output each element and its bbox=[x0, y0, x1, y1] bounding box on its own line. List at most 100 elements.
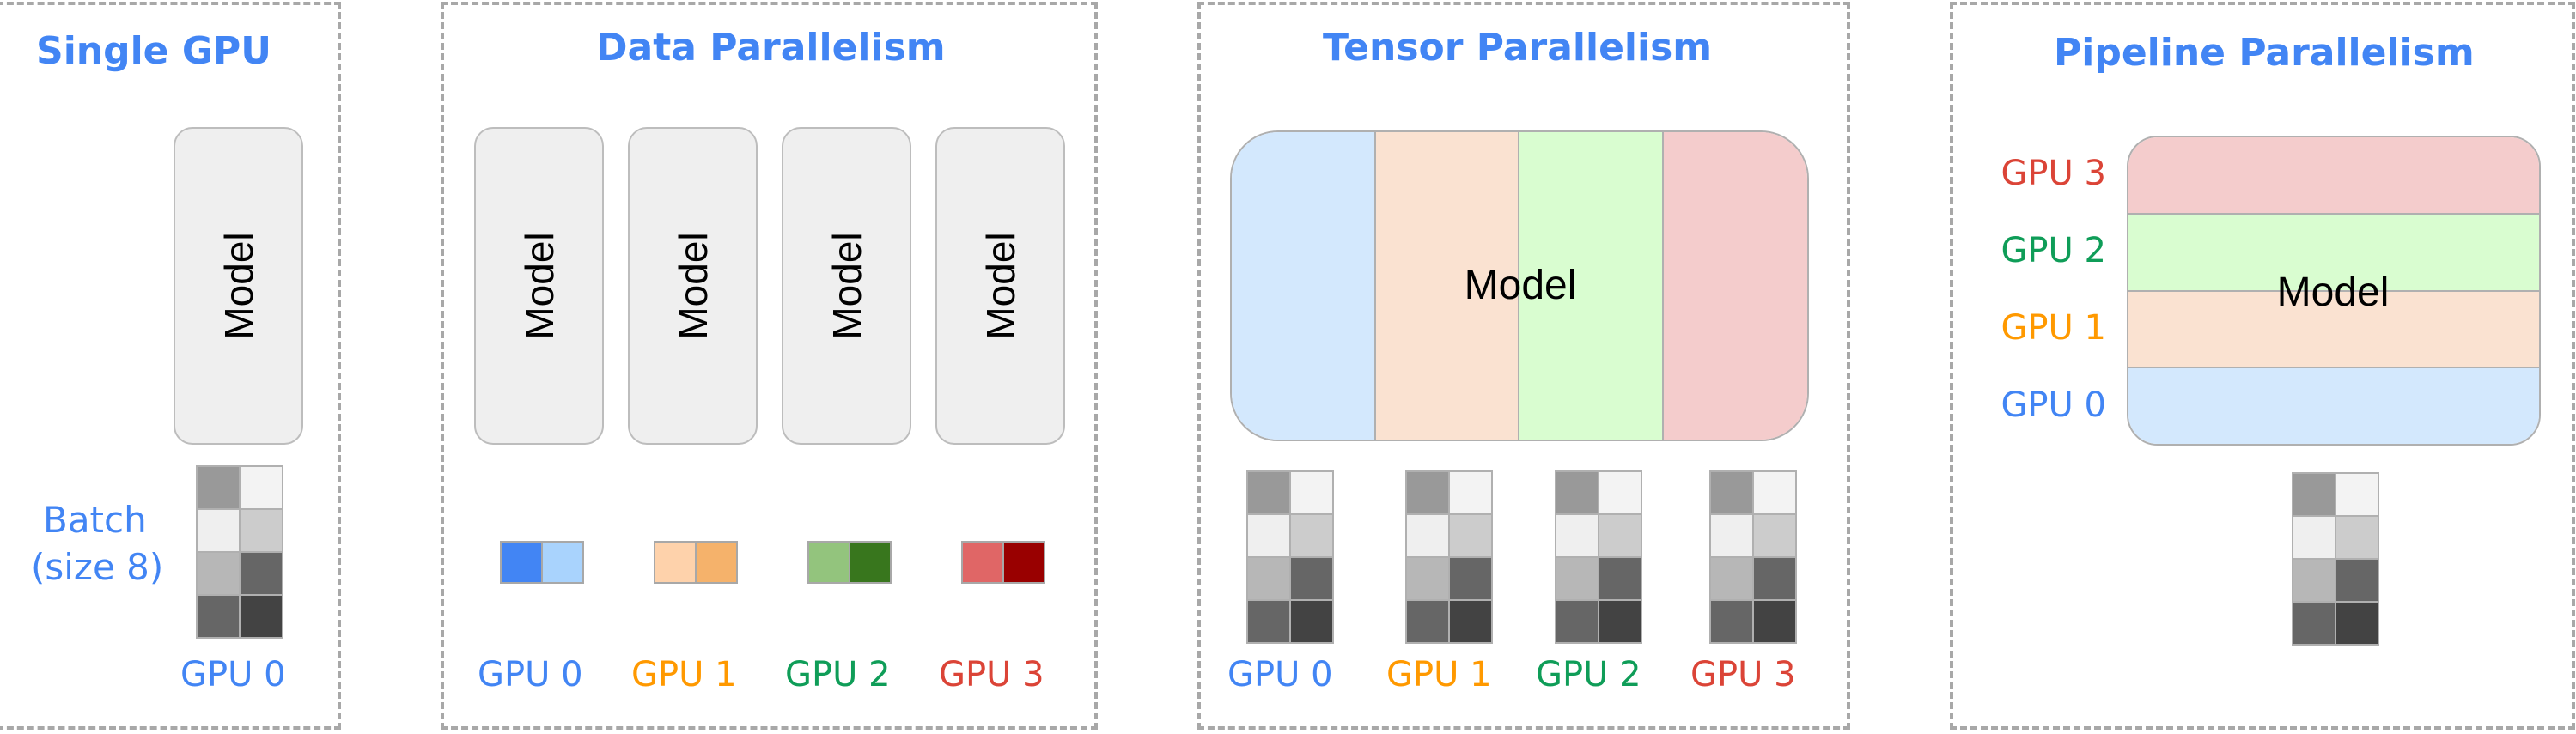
batch-sample-cell bbox=[2293, 603, 2335, 644]
batch-sample-cell bbox=[1450, 515, 1491, 556]
batch-sample-cell bbox=[1291, 558, 1332, 599]
pipeline-parallelism-title: Pipeline Parallelism bbox=[2054, 31, 2475, 75]
replica-gpu-label: GPU 1 bbox=[631, 655, 737, 695]
batch-sample-cell bbox=[1291, 601, 1332, 642]
batch-sample-cell bbox=[850, 543, 890, 582]
batch-sample-cell bbox=[1450, 601, 1491, 642]
tensor-shard-gpu-1 bbox=[1375, 132, 1519, 440]
batch-sample-cell bbox=[543, 543, 582, 582]
pipeline-stage-gpu-2 bbox=[2128, 214, 2539, 292]
batch-sample-cell bbox=[2293, 560, 2335, 601]
pipeline-stage-gpu-0 bbox=[2128, 368, 2539, 444]
tensor-batch-grid bbox=[1709, 470, 1797, 644]
batch-sample-cell bbox=[1248, 515, 1289, 556]
tensor-shard-gpu-2 bbox=[1519, 132, 1664, 440]
panel-tensor-parallelism bbox=[1197, 2, 1850, 730]
panel-pipeline-parallelism bbox=[1950, 2, 2575, 730]
tensor-shard-gpu-0 bbox=[1232, 132, 1376, 440]
batch-sample-cell bbox=[198, 553, 239, 594]
pipeline-parallel-model bbox=[2127, 136, 2541, 446]
batch-sample-cell bbox=[2293, 474, 2335, 515]
tensor-batch-grid bbox=[1246, 470, 1334, 644]
batch-sample-cell bbox=[1407, 472, 1448, 513]
batch-sample-cell bbox=[1556, 472, 1598, 513]
batch-sample-cell bbox=[1450, 472, 1491, 513]
batch-sample-cell bbox=[1248, 558, 1289, 599]
replica-gpu-label: GPU 0 bbox=[478, 655, 583, 695]
single-gpu-model: Model bbox=[174, 127, 303, 445]
batch-sample-cell bbox=[809, 543, 849, 582]
batch-sample-cell bbox=[241, 553, 282, 594]
panel-data-parallelism bbox=[441, 2, 1098, 730]
batch-grid bbox=[196, 465, 283, 639]
batch-sample-cell bbox=[1407, 558, 1448, 599]
pipeline-batch-grid bbox=[2292, 472, 2379, 646]
pipeline-gpu-label: GPU 0 bbox=[2001, 385, 2106, 425]
batch-sample-cell bbox=[1291, 515, 1332, 556]
batch-sample-cell bbox=[1599, 601, 1641, 642]
batch-sample-cell bbox=[241, 467, 282, 508]
batch-sample-cell bbox=[1754, 601, 1795, 642]
batch-sample-cell bbox=[198, 467, 239, 508]
batch-sample-cell bbox=[2336, 474, 2378, 515]
replica-model-label: Model bbox=[670, 232, 716, 340]
pipeline-parallel-model-label: Model bbox=[2276, 270, 2390, 315]
replica-model-label: Model bbox=[516, 232, 562, 340]
tensor-gpu-label: GPU 2 bbox=[1536, 655, 1641, 695]
batch-sample-cell bbox=[1754, 558, 1795, 599]
tensor-parallel-model-label: Model bbox=[1464, 263, 1577, 308]
batch-label-line1: Batch bbox=[43, 499, 147, 541]
tensor-batch-grid bbox=[1405, 470, 1493, 644]
tensor-parallel-model bbox=[1230, 130, 1809, 441]
batch-sample-cell bbox=[1711, 558, 1752, 599]
replica-batch-shard bbox=[807, 541, 892, 584]
panel-single-gpu bbox=[0, 2, 341, 730]
replica-model: Model bbox=[474, 127, 604, 445]
batch-sample-cell bbox=[241, 510, 282, 551]
batch-sample-cell bbox=[1599, 472, 1641, 513]
tensor-shard-gpu-3 bbox=[1663, 132, 1807, 440]
pipeline-stage-gpu-1 bbox=[2128, 291, 2539, 369]
batch-sample-cell bbox=[1711, 601, 1752, 642]
batch-sample-cell bbox=[1407, 515, 1448, 556]
batch-sample-cell bbox=[1556, 601, 1598, 642]
replica-batch-shard bbox=[500, 541, 584, 584]
replica-model: Model bbox=[782, 127, 911, 445]
batch-sample-cell bbox=[1556, 515, 1598, 556]
replica-model-label: Model bbox=[824, 232, 869, 340]
tensor-gpu-label: GPU 0 bbox=[1227, 655, 1333, 695]
batch-sample-cell bbox=[697, 543, 736, 582]
batch-sample-cell bbox=[2293, 517, 2335, 558]
replica-batch-shard bbox=[654, 541, 738, 584]
tensor-parallelism-title: Tensor Parallelism bbox=[1323, 26, 1713, 70]
batch-sample-cell bbox=[2336, 603, 2378, 644]
replica-gpu-label: GPU 3 bbox=[939, 655, 1044, 695]
batch-sample-cell bbox=[2336, 517, 2378, 558]
batch-sample-cell bbox=[198, 596, 239, 637]
batch-sample-cell bbox=[241, 596, 282, 637]
batch-sample-cell bbox=[963, 543, 1002, 582]
batch-sample-cell bbox=[1248, 601, 1289, 642]
tensor-gpu-label: GPU 1 bbox=[1386, 655, 1492, 695]
pipeline-gpu-label: GPU 3 bbox=[2001, 154, 2106, 193]
batch-sample-cell bbox=[198, 510, 239, 551]
single-gpu-model-label: Model bbox=[216, 232, 261, 340]
batch-sample-cell bbox=[1754, 515, 1795, 556]
batch-sample-cell bbox=[1599, 558, 1641, 599]
data-parallelism-title: Data Parallelism bbox=[596, 26, 946, 70]
batch-sample-cell bbox=[1754, 472, 1795, 513]
single-gpu-title: Single GPU bbox=[36, 29, 271, 73]
pipeline-gpu-label: GPU 1 bbox=[2001, 308, 2106, 348]
batch-sample-cell bbox=[2336, 560, 2378, 601]
replica-model: Model bbox=[628, 127, 758, 445]
replica-model-label: Model bbox=[977, 232, 1023, 340]
pipeline-stage-gpu-3 bbox=[2128, 137, 2539, 215]
batch-sample-cell bbox=[1711, 515, 1752, 556]
replica-gpu-label: GPU 2 bbox=[785, 655, 891, 695]
batch-sample-cell bbox=[1711, 472, 1752, 513]
batch-sample-cell bbox=[1291, 472, 1332, 513]
batch-sample-cell bbox=[1248, 472, 1289, 513]
tensor-batch-grid bbox=[1555, 470, 1642, 644]
pipeline-gpu-label: GPU 2 bbox=[2001, 231, 2106, 270]
tensor-gpu-label: GPU 3 bbox=[1690, 655, 1796, 695]
